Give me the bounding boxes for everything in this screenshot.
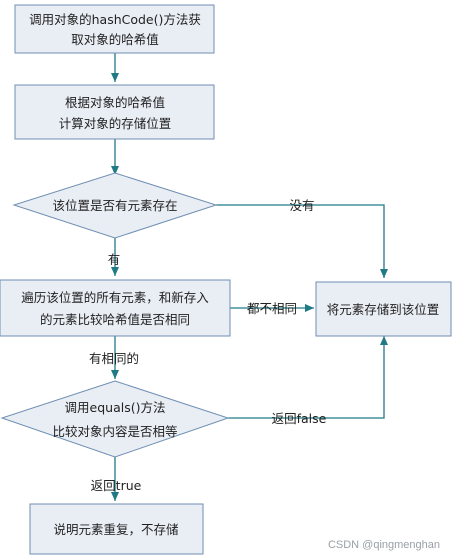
node-duplicate-text: 说明元素重复，不存储 xyxy=(53,522,178,537)
node-get-hashcode-line1: 调用对象的hashCode()方法获 xyxy=(29,12,201,27)
node-get-hashcode: 调用对象的hashCode()方法获 取对象的哈希值 xyxy=(14,4,215,54)
decision-equals-line1: 调用equals()方法 xyxy=(65,400,166,415)
node-compute-location-line2: 计算对象的存储位置 xyxy=(59,116,172,131)
watermark: CSDN @qingmenghan xyxy=(328,539,440,551)
node-compute-location: 根据对象的哈希值 计算对象的存储位置 xyxy=(14,84,215,140)
node-store-element: 将元素存储到该位置 xyxy=(315,281,452,337)
connectors xyxy=(111,53,388,501)
edge-label-yes: 有 xyxy=(108,252,121,267)
node-store-element-text: 将元素存储到该位置 xyxy=(327,302,440,317)
decision-element-exists: 该位置是否有元素存在 xyxy=(12,172,218,239)
arrow-decision2-store xyxy=(228,336,388,419)
arrow-decision1-store xyxy=(216,204,388,278)
edge-label-return-false: 返回false xyxy=(272,411,327,426)
decision-equals-line2: 比较对象内容是否相等 xyxy=(52,424,177,439)
node-get-hashcode-line2: 取对象的哈希值 xyxy=(71,32,159,47)
node-compare-hash-line2: 的元素比较哈希值是否相同 xyxy=(40,312,190,327)
node-duplicate: 说明元素重复，不存储 xyxy=(29,503,204,555)
decision-equals: 调用equals()方法 比较对象内容是否相等 xyxy=(0,380,230,458)
edge-label-all-different: 都不相同 xyxy=(247,301,297,316)
edge-label-return-true: 返回true xyxy=(91,478,142,493)
node-compare-hash-line1: 遍历该位置的所有元素，和新存入 xyxy=(21,290,209,305)
node-compare-hash: 遍历该位置的所有元素，和新存入 的元素比较哈希值是否相同 xyxy=(0,279,231,337)
edge-label-no: 没有 xyxy=(289,198,314,213)
decision-element-exists-text: 该位置是否有元素存在 xyxy=(52,198,177,213)
node-compute-location-line1: 根据对象的哈希值 xyxy=(65,95,165,110)
edge-label-has-same: 有相同的 xyxy=(89,351,139,366)
